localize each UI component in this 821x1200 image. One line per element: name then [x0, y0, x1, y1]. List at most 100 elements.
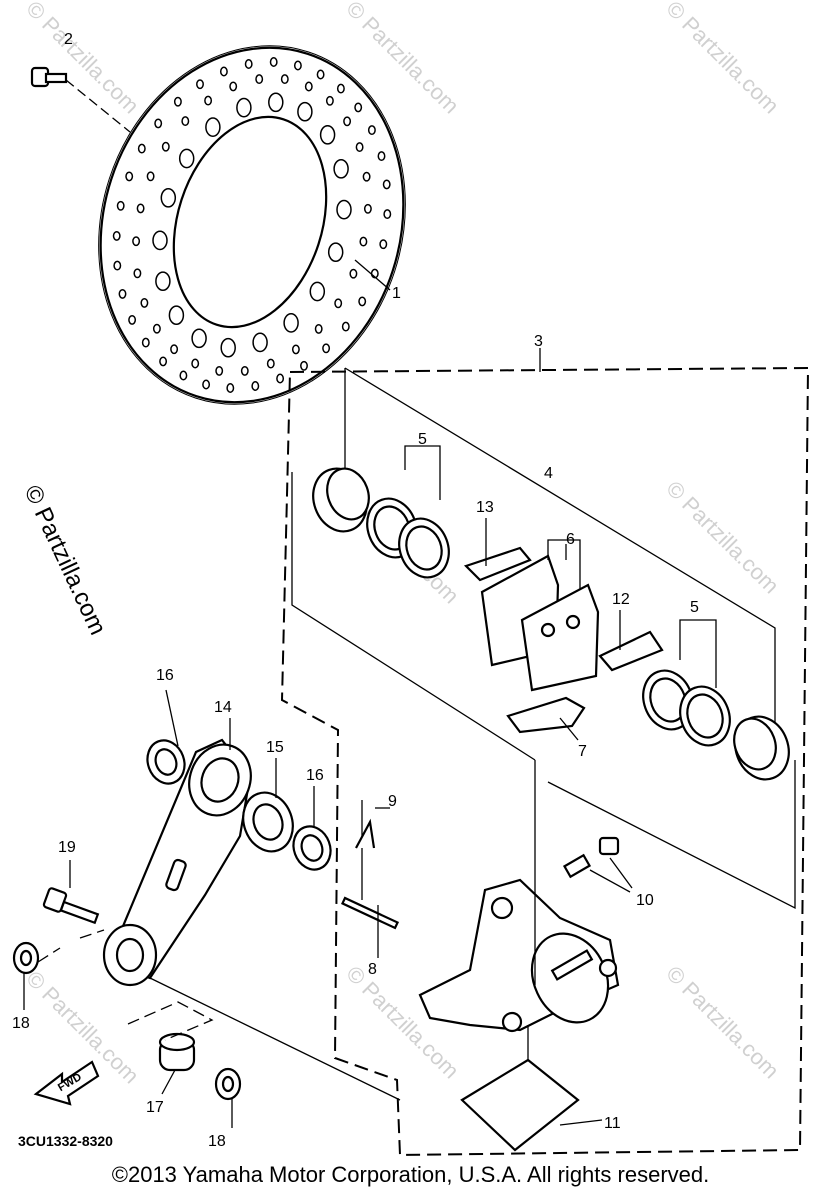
disc-hole [133, 268, 142, 279]
disc-hole [363, 203, 372, 214]
pad-shim-12 [598, 630, 664, 672]
oil-seals [146, 739, 332, 871]
watermark: © Partzilla.com [341, 961, 464, 1084]
bracket-collar [242, 791, 294, 853]
callout-18a: 18 [12, 1015, 30, 1032]
callout-10: 10 [636, 892, 654, 909]
disc-hole [112, 230, 121, 241]
disc-hole [383, 209, 392, 220]
disc-hole [181, 116, 190, 127]
disc-hole [154, 118, 163, 129]
seals-right [642, 619, 731, 747]
piston-right [733, 715, 790, 781]
pad-shim-13 [463, 546, 532, 582]
watermark: © Partzilla.com [661, 476, 784, 599]
disc-hole [354, 102, 363, 113]
callout-14: 14 [214, 699, 232, 716]
disc-hole [322, 343, 331, 354]
leader-lines [23, 259, 621, 1128]
disc-hole [359, 236, 368, 247]
bracket-damper [127, 977, 401, 1101]
caliper-assembly-boundary [280, 366, 810, 1157]
disc-hole [276, 373, 285, 384]
callout-9: 9 [388, 793, 397, 810]
watermark: © Partzilla.com [661, 0, 784, 118]
disc-hole [334, 298, 343, 309]
disc-hole [202, 379, 211, 390]
callout-11: 11 [604, 1115, 621, 1132]
disc-hole [336, 199, 352, 220]
disc-hole [191, 358, 200, 369]
disc-hole [137, 143, 146, 154]
disc-hole [178, 148, 195, 169]
disc-hole [118, 288, 127, 299]
callout-15: 15 [266, 739, 284, 756]
disc-hole [355, 142, 364, 153]
disc-hole [377, 151, 386, 162]
disc-hole [236, 97, 252, 118]
brake-disc [98, 45, 406, 405]
disc-hole [196, 79, 204, 90]
disc-hole [244, 59, 253, 69]
caliper-guard [460, 1058, 580, 1152]
disc-hole [168, 305, 185, 326]
callout-16a: 16 [156, 667, 174, 684]
disc-hole [367, 125, 376, 136]
pad-spring [506, 696, 586, 734]
caliper-body [418, 760, 620, 1033]
disc-hole [159, 356, 168, 367]
disc-hole [336, 83, 345, 94]
callout-18b: 18 [208, 1133, 226, 1150]
callout-7: 7 [578, 743, 587, 760]
disc-hole [379, 239, 388, 250]
disc-hole [309, 281, 326, 302]
callout-2: 2 [64, 31, 73, 48]
disc-hole [291, 344, 300, 355]
disc-hole [293, 60, 302, 71]
disc-hole [140, 297, 149, 308]
disc-hole [280, 74, 289, 85]
bleed-screws [562, 836, 633, 893]
callout-17: 17 [146, 1099, 164, 1116]
callout-5a: 5 [418, 431, 427, 448]
disc-hole [251, 381, 260, 391]
disc-hole [333, 158, 349, 179]
callout-8: 8 [368, 961, 377, 978]
disc-hole [141, 337, 150, 348]
callout-6: 6 [566, 531, 575, 548]
disc-hole [219, 66, 228, 77]
callout-16b: 16 [306, 767, 324, 784]
brake-pads [480, 539, 600, 692]
callout-3: 3 [534, 333, 543, 350]
disc-hole [362, 171, 371, 182]
disc-hole [255, 74, 264, 85]
collar-washers [12, 929, 242, 1101]
disc-hole [240, 365, 249, 376]
copyright-notice: ©2013 Yamaha Motor Corporation, U.S.A. A… [111, 1162, 710, 1187]
callout-13: 13 [476, 499, 494, 516]
watermark-vertical: © Partzilla.com [19, 481, 112, 639]
disc-hole [268, 92, 284, 113]
disc-hole [136, 203, 145, 214]
disc-hole [152, 230, 168, 251]
disc-hole [125, 171, 134, 182]
disc-hole [205, 117, 221, 137]
disc-hole [266, 358, 275, 369]
disc-hole [341, 321, 350, 332]
callout-5b: 5 [690, 599, 699, 616]
callout-4: 4 [544, 465, 553, 482]
callout-12: 12 [612, 591, 630, 608]
callout-numbers: 1 2 3 4 5 5 6 7 8 9 10 11 12 13 14 15 16… [12, 31, 699, 1150]
disc-hole [327, 242, 344, 263]
disc-hole [229, 81, 238, 92]
disc-hole [283, 313, 299, 333]
disc-bolt [30, 66, 131, 133]
disc-hole [170, 344, 179, 355]
pad-pin [341, 800, 400, 930]
disc-hole [314, 323, 323, 334]
piston-left [312, 467, 370, 533]
watermark: © Partzilla.com [661, 961, 784, 1084]
disc-hole [300, 360, 308, 371]
disc-hole [349, 268, 358, 279]
